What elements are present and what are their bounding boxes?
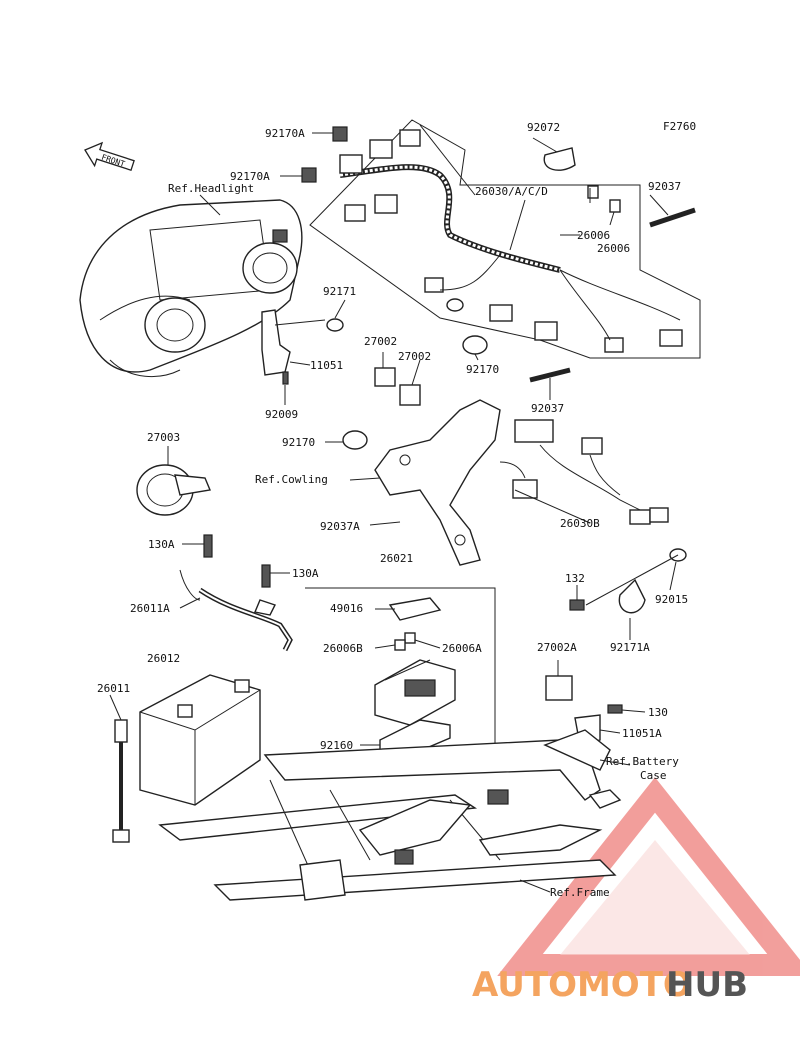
clamp-92170-b [342,430,368,450]
bolt-92037-a [649,207,696,228]
label-92170-b: 92170 [282,436,315,449]
clamp-92170A-a [332,126,348,142]
relay-27002-a [374,367,396,387]
label-26011: 26011 [97,682,130,695]
label-26006A: 26006A [442,642,482,655]
main-wiring-harness [339,129,683,353]
sub-harness-26030B [499,419,669,525]
front-arrow-icon: FRONT [84,141,135,172]
clamp-92170-a [462,335,488,355]
label-27002-b: 27002 [398,350,431,363]
front-label: FRONT [100,153,126,169]
label-27002-a: 27002 [364,335,397,348]
label-92170-a: 92170 [466,363,499,376]
label-26030: 26030/A/C/D [475,185,548,198]
relay-27002-b [399,384,421,406]
battery-26012 [139,674,261,806]
label-11051: 11051 [310,359,343,372]
label-26006B: 26006B [323,642,363,655]
watermark-part2: HUB [666,965,748,1005]
ref-battery-case-2: Case [640,769,667,782]
label-26021: 26021 [380,552,413,565]
label-92037-a: 92037 [648,180,681,193]
label-130A-b: 130A [292,567,319,580]
label-130A-a: 130A [148,538,175,551]
connector-26006-a [587,185,599,199]
label-92072: 92072 [527,121,560,134]
label-27002A: 27002A [537,641,577,654]
part-labels: F2760 92170A 92170A Ref.Headlight 92072 … [97,120,696,899]
watermark-text: AUTOMOTO HUB [472,965,748,1005]
label-92171: 92171 [323,285,356,298]
bracket-11051 [261,309,291,376]
cowling-stay [374,399,501,566]
frame [158,729,622,901]
clamp-92072 [543,147,576,171]
headlight-assembly [79,199,303,378]
label-26006-b: 26006 [597,242,630,255]
label-92160: 92160 [320,739,353,752]
label-27003: 27003 [147,431,180,444]
label-92170A-a: 92170A [265,127,305,140]
label-92015: 92015 [655,593,688,606]
label-130: 130 [648,706,668,719]
battery-strap-26011 [112,719,130,843]
label-26012: 26012 [147,652,180,665]
label-11051A: 11051A [622,727,662,740]
ref-cowling: Ref.Cowling [255,473,328,486]
label-92037A: 92037A [320,520,360,533]
label-132: 132 [565,572,585,585]
clamp-92171A [618,578,646,614]
leader-lines [109,124,679,893]
horn-27003 [136,464,211,516]
fuse-26006A [404,632,416,644]
ref-battery-case-1: Ref.Battery [606,755,679,768]
fuse-26006B [394,639,406,651]
bolt-132 [569,599,585,611]
harness-group-outline [309,119,701,359]
battery-cable-26011A [179,534,293,652]
label-26030B: 26030B [560,517,600,530]
label-26011A: 26011A [130,602,170,615]
label-26006-a: 26006 [577,229,610,242]
figure-code: F2760 [663,120,696,133]
relay-27002A [545,675,573,701]
label-92037-b: 92037 [531,402,564,415]
ref-headlight: Ref.Headlight [168,182,254,195]
clamp-92170A-b [301,167,317,183]
bolt-92037-b [529,367,571,383]
label-92171A: 92171A [610,641,650,654]
watermark-logo [497,777,800,976]
label-92009: 92009 [265,408,298,421]
ref-frame: Ref.Frame [550,886,610,899]
cover-49016 [388,597,442,621]
fuse-box [374,659,456,726]
label-92170A-b: 92170A [230,170,270,183]
connector-26006-b [609,199,621,213]
watermark-part1: AUTOMOTO [472,965,692,1005]
label-49016: 49016 [330,602,363,615]
